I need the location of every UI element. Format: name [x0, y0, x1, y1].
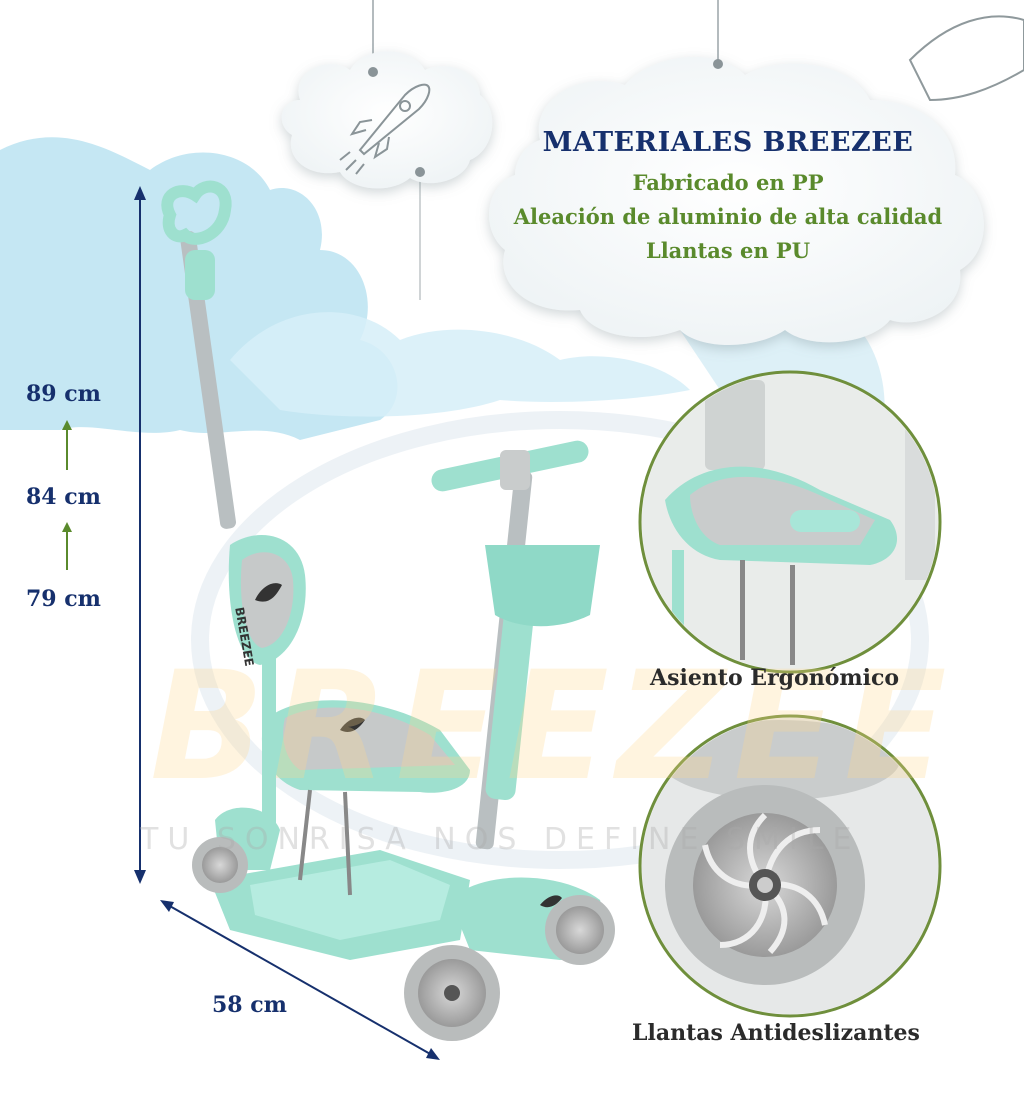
up-arrow-icon	[62, 420, 72, 470]
rocket-icon	[339, 83, 431, 175]
up-arrow-icon	[62, 522, 72, 570]
materials-title: MATERIALES BREEZEE	[542, 127, 914, 158]
small-cloud	[281, 51, 493, 189]
material-line-1: Fabricado en PP	[632, 170, 824, 195]
scooter-illustration	[161, 180, 615, 1041]
brand-logo-icon	[255, 583, 562, 908]
material-line-2: Aleación de aluminio de alta calidad	[513, 204, 943, 229]
length-scale-line	[167, 904, 433, 1056]
height-label-89: 89 cm	[26, 381, 101, 407]
slogan-watermark: TU SONRISA NOS DEFINE SMILE	[140, 822, 861, 857]
length-label: 58 cm	[212, 992, 287, 1018]
info-cloud	[488, 56, 984, 346]
wheels-feature-label: Llantas Antideslizantes	[632, 1020, 920, 1046]
seat-feature-label: Asiento Ergonómico	[650, 665, 900, 691]
height-label-79: 79 cm	[26, 586, 101, 612]
height-label-84: 84 cm	[26, 484, 101, 510]
material-line-3: Llantas en PU	[645, 238, 811, 263]
brand-watermark: BREEZEE	[150, 640, 955, 814]
